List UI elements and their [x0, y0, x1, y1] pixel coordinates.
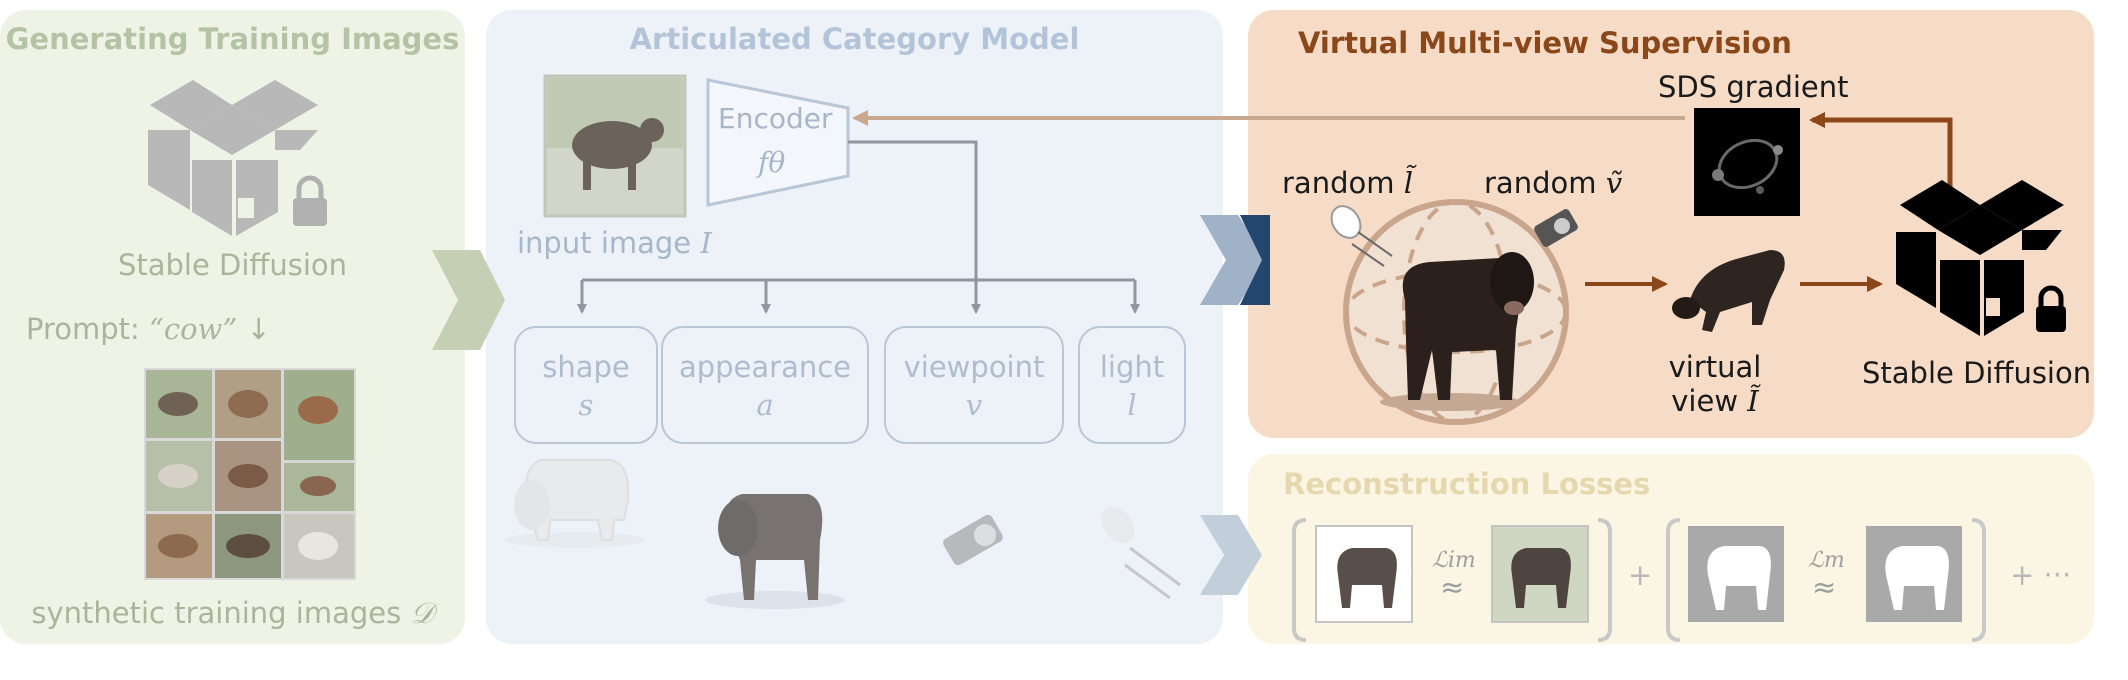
factor-box-appearance: appearance a — [661, 326, 869, 444]
encoder-block — [706, 78, 850, 207]
factor-viewpoint-label: viewpoint — [903, 350, 1045, 384]
random-light-label-line: random l̃ — [1282, 166, 1413, 200]
target-image-thumb — [1491, 525, 1589, 623]
virtual-view-label-1: virtual — [1668, 350, 1762, 384]
random-light-symbol: l̃ — [1403, 166, 1413, 200]
shape-mesh-cow — [505, 459, 645, 548]
chevron-arrow-3 — [1200, 515, 1262, 595]
title-articulated-category-model: Articulated Category Model — [629, 22, 1080, 56]
reconstruction-brackets — [1292, 518, 1986, 642]
sds-gradient-map — [1694, 108, 1800, 216]
central-cow — [1380, 252, 1534, 411]
title-virtual-multiview-supervision: Virtual Multi-view Supervision — [1298, 26, 1792, 60]
rendered-mask-thumb — [1688, 526, 1784, 622]
prompt-label: Prompt: — [26, 312, 140, 346]
stable-diffusion-box-icon — [1896, 180, 2064, 336]
synthetic-images-symbol: 𝒟 — [410, 596, 434, 630]
viewpoint-camera-icon — [943, 514, 1003, 566]
factor-box-light: light l — [1078, 326, 1186, 444]
synthetic-images-label-line: synthetic training images 𝒟 — [0, 596, 465, 631]
chevron-arrow-1 — [432, 250, 505, 350]
loss-im-label: ℒim — [1432, 548, 1476, 573]
target-mask-thumb — [1866, 526, 1962, 622]
input-image-thumb — [543, 74, 687, 218]
factor-appearance-label: appearance — [678, 350, 852, 384]
loss-m-approx: ≈ — [1812, 570, 1837, 604]
encoder-symbol: fθ — [758, 146, 786, 179]
loss-m-label: ℒm — [1808, 548, 1845, 573]
factor-shape-symbol: s — [578, 388, 594, 422]
more-losses-ellipsis: + ··· — [2010, 558, 2072, 592]
synthetic-images-label: synthetic training images — [31, 596, 402, 630]
sd-to-sds-arrow — [1809, 112, 1953, 210]
title-reconstruction-losses: Reconstruction Losses — [1283, 467, 1651, 501]
random-view-camera-icon — [1534, 209, 1578, 247]
input-image-symbol: I — [700, 226, 712, 260]
random-view-symbol: ṽ — [1605, 166, 1623, 200]
factor-viewpoint-symbol: v — [965, 388, 983, 422]
stable-diffusion-label: Stable Diffusion — [1862, 356, 2092, 390]
virtual-view-cow — [1672, 250, 1785, 332]
random-light-label: random — [1282, 166, 1395, 200]
input-image-label: input image — [517, 226, 692, 260]
factor-light-label: light — [1099, 350, 1165, 384]
input-image-label-line: input image I — [517, 226, 712, 260]
encoder-label: Encoder — [718, 102, 833, 135]
encoder-to-factors-connectors — [577, 140, 1140, 314]
virtual-view-label-line-2: view Ĩ — [1650, 384, 1780, 418]
light-bulb-icon — [1101, 506, 1181, 600]
rendered-image-thumb — [1315, 525, 1413, 623]
title-generating-training-images: Generating Training Images — [5, 22, 460, 56]
random-light-bulb-icon — [1330, 205, 1393, 267]
plus-sign: + — [1628, 558, 1653, 592]
factor-box-shape: shape s — [514, 326, 658, 444]
prompt-value: “cow” — [149, 312, 238, 346]
random-view-label: random — [1484, 166, 1597, 200]
appearance-cow — [705, 494, 845, 609]
random-view-label-line: random ṽ — [1484, 166, 1622, 200]
virtual-view-label-2: view — [1671, 384, 1739, 418]
prompt-line: Prompt: “cow” ↓ — [26, 312, 271, 346]
factor-shape-label: shape — [542, 350, 630, 384]
sds-gradient-label: SDS gradient — [1658, 70, 1849, 104]
stable-diffusion-label-faded: Stable Diffusion — [117, 248, 348, 282]
loss-im-approx: ≈ — [1440, 570, 1465, 604]
factor-light-symbol: l — [1127, 388, 1137, 422]
stable-diffusion-box-icon-faded — [148, 80, 318, 236]
factor-appearance-symbol: a — [756, 388, 774, 422]
lock-icon-faded — [293, 175, 327, 226]
lock-icon — [2036, 285, 2066, 332]
prompt-arrow-icon: ↓ — [246, 312, 271, 346]
factor-box-viewpoint: viewpoint v — [884, 326, 1064, 444]
synthetic-images-grid — [144, 368, 356, 580]
virtual-view-symbol: Ĩ — [1747, 384, 1759, 418]
